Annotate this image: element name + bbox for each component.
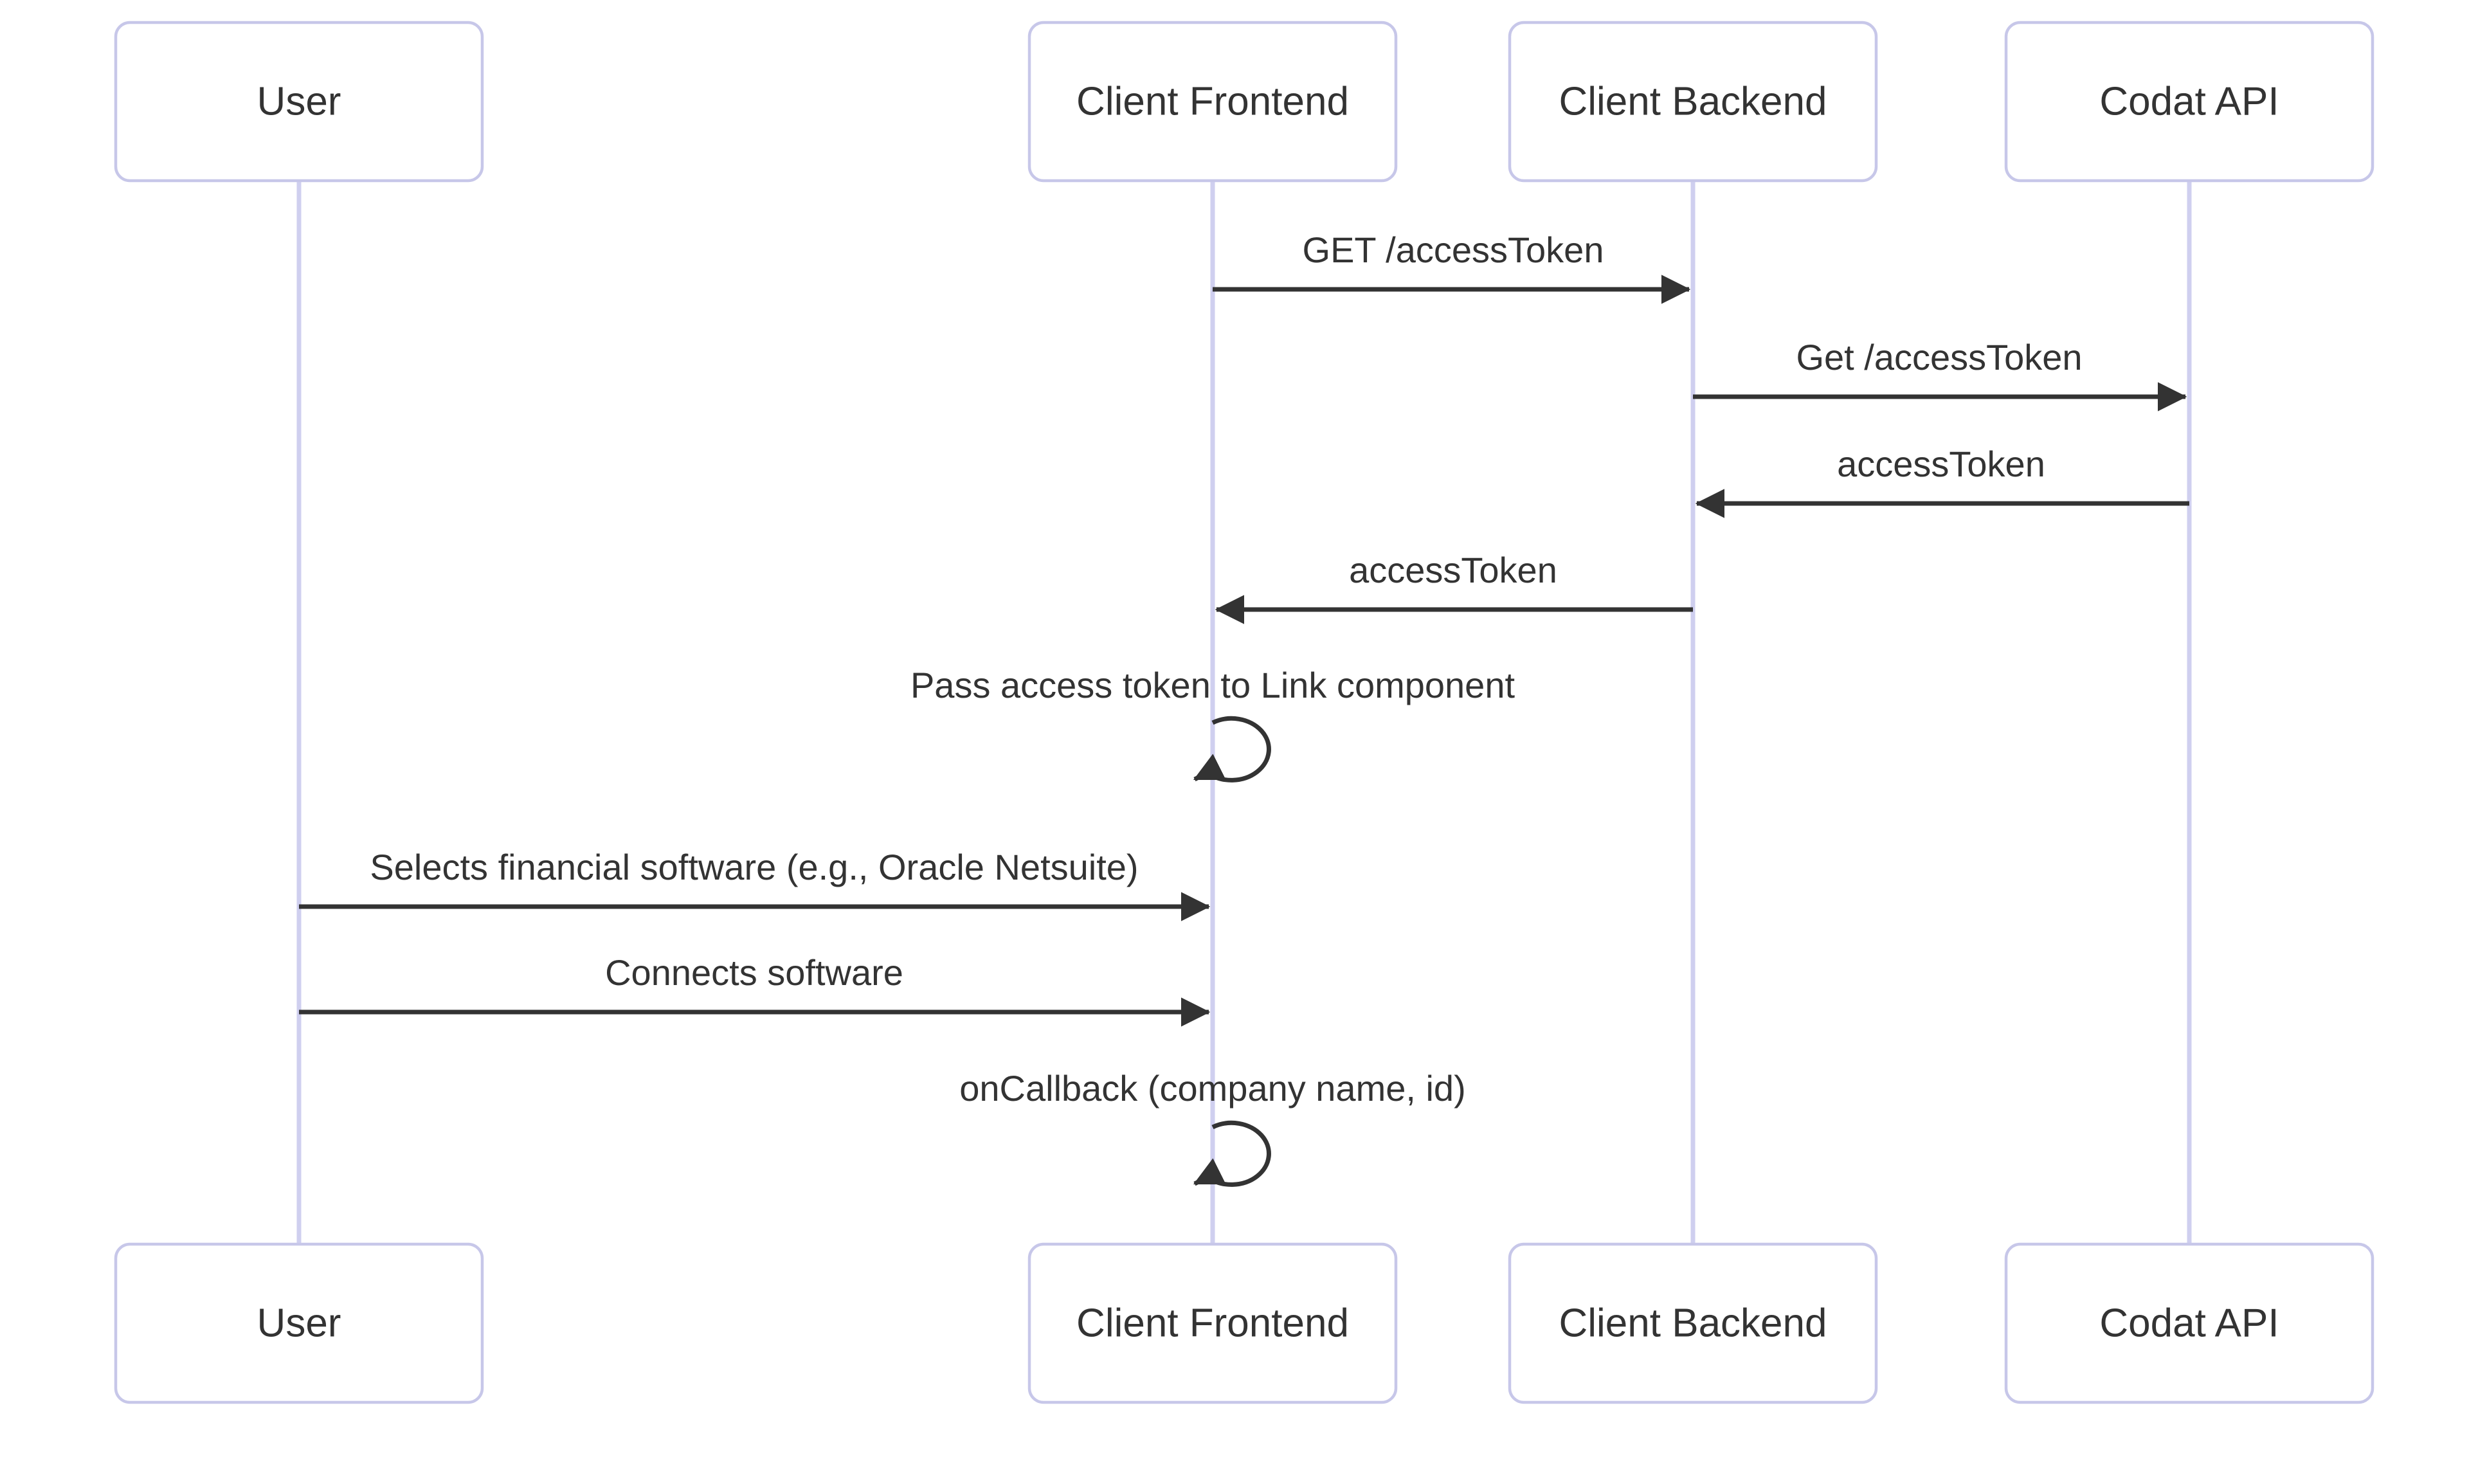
message-get-accesstoken-label: GET /accessToken (1303, 230, 1604, 270)
actor-client-backend-top-label: Client Backend (1559, 80, 1827, 124)
message-oncallback-label: onCallback (company name, id) (959, 1068, 1465, 1108)
actor-user-bottom-box (114, 1242, 484, 1404)
message-accesstoken-return-codat-label: accessToken (1837, 444, 2045, 484)
actor-codat-api-bottom-label: Codat API (2099, 1301, 2279, 1346)
actor-client-backend-bottom-box (1508, 1242, 1878, 1404)
actor-client-backend-top-box (1508, 21, 1878, 183)
message-pass-access-token-self: Pass access token to Link component (910, 665, 1515, 783)
message-accesstoken-return-codat: accessToken (1695, 444, 2189, 518)
actor-client-frontend-bottom-label: Client Frontend (1076, 1301, 1349, 1346)
message-pass-access-token-label: Pass access token to Link component (910, 665, 1515, 705)
message-get-accesstoken: GET /accessToken (1213, 230, 1691, 304)
message-connects-software-label: Connects software (605, 952, 903, 993)
actor-codat-api-bottom-box (2004, 1242, 2374, 1404)
message-oncallback-self: onCallback (company name, id) (959, 1068, 1466, 1187)
actor-user-top-box (114, 21, 484, 183)
message-get-accesstoken-codat-label: Get /accessToken (1796, 337, 2082, 377)
actor-codat-api-top: Codat API (2004, 21, 2374, 183)
actor-user-top-label: User (257, 80, 341, 124)
actor-user-bottom-label: User (257, 1301, 341, 1346)
actor-client-frontend-top-box (1027, 21, 1398, 183)
message-selects-financial-software: Selects financial software (e.g., Oracle… (299, 847, 1211, 921)
message-accesstoken-return-backend-label: accessToken (1349, 550, 1557, 590)
actor-client-backend-bottom-label: Client Backend (1559, 1301, 1827, 1346)
actor-user-top: User (114, 21, 484, 183)
message-oncallback-loop (1193, 1120, 1271, 1187)
actor-client-backend-top: Client Backend (1508, 21, 1878, 183)
actor-client-frontend-bottom-box (1027, 1242, 1398, 1404)
actor-client-frontend-bottom: Client Frontend (1027, 1242, 1398, 1404)
actor-client-frontend-top: Client Frontend (1027, 21, 1398, 183)
message-pass-access-token-loop (1193, 716, 1271, 783)
message-get-accesstoken-codat: Get /accessToken (1693, 337, 2187, 412)
actor-user-bottom: User (114, 1242, 484, 1404)
message-selects-financial-software-label: Selects financial software (e.g., Oracle… (370, 847, 1138, 887)
actor-codat-api-bottom: Codat API (2004, 1242, 2374, 1404)
message-connects-software: Connects software (299, 952, 1211, 1027)
actor-client-frontend-top-label: Client Frontend (1076, 80, 1349, 124)
message-accesstoken-return-backend: accessToken (1215, 550, 1693, 624)
actor-codat-api-top-label: Codat API (2099, 80, 2279, 124)
actor-client-backend-bottom: Client Backend (1508, 1242, 1878, 1404)
actor-codat-api-top-box (2004, 21, 2374, 183)
